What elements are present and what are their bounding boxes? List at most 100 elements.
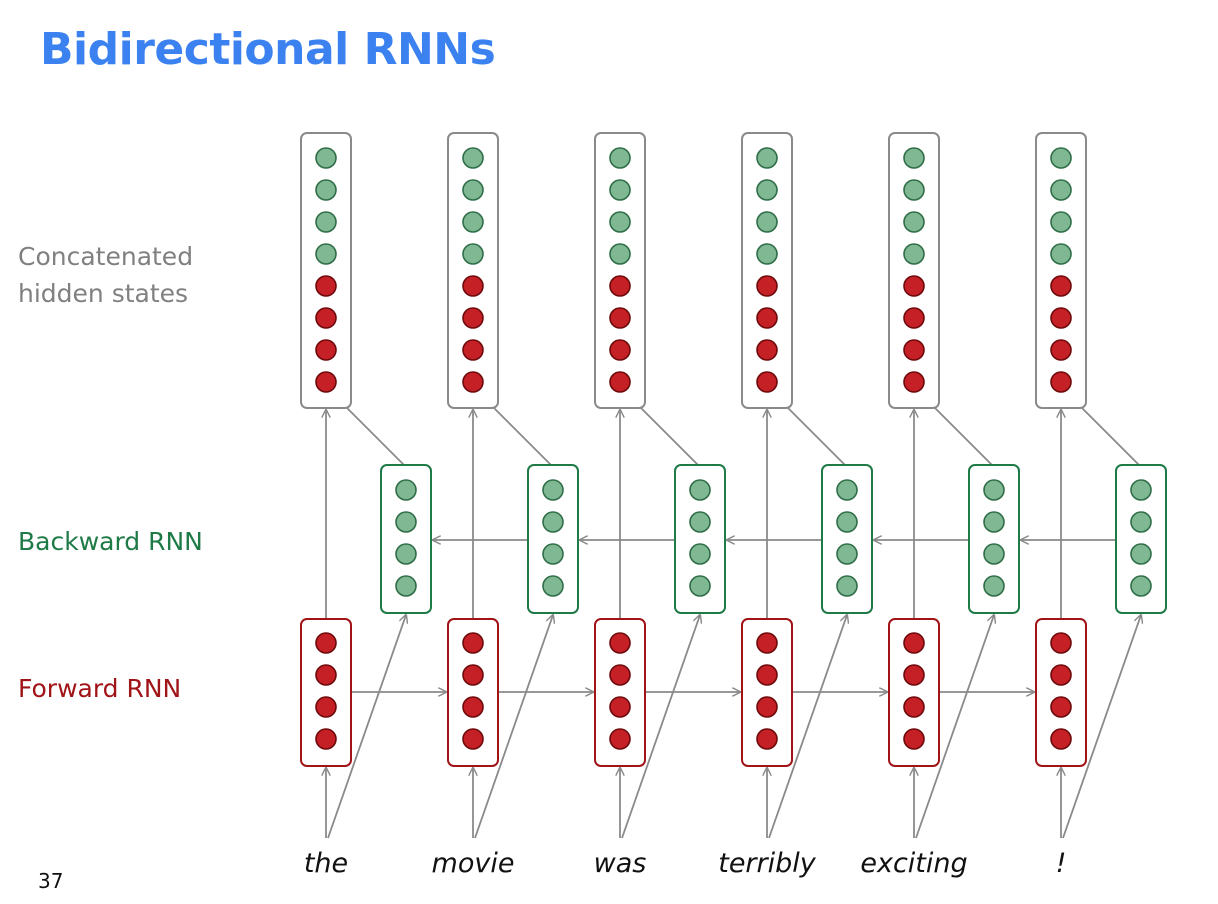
forward-unit-dot — [756, 696, 778, 718]
backward-unit-dot — [903, 243, 925, 265]
backward-unit-dot — [1130, 511, 1152, 533]
backward-unit-dot — [542, 575, 564, 597]
forward-unit-dot — [609, 632, 631, 654]
forward-unit-dot — [609, 728, 631, 750]
line-backward-to-concat — [640, 407, 699, 466]
backward-unit-dot — [836, 575, 858, 597]
forward-unit-dot — [1050, 339, 1072, 361]
backward-unit-dot — [756, 211, 778, 233]
backward-unit-dot — [542, 479, 564, 501]
backward-unit-dot — [1130, 543, 1152, 565]
backward-unit-dot — [1130, 479, 1152, 501]
arrow-word-to-backward — [915, 615, 994, 839]
backward-unit-dot — [542, 543, 564, 565]
forward-unit-dot — [315, 339, 337, 361]
backward-unit-dot — [983, 575, 1005, 597]
forward-unit-dot — [609, 307, 631, 329]
concatenated-state-box — [741, 132, 793, 409]
backward-unit-dot — [689, 511, 711, 533]
forward-state-2 — [447, 618, 499, 767]
forward-unit-dot — [903, 728, 925, 750]
backward-state-5 — [968, 464, 1020, 614]
backward-unit-dot — [1050, 147, 1072, 169]
backward-state-3 — [674, 464, 726, 614]
forward-unit-dot — [609, 371, 631, 393]
forward-unit-dot — [756, 632, 778, 654]
concatenated-hidden-states-label: Concatenated hidden states — [18, 242, 194, 308]
backward-unit-dot — [1050, 179, 1072, 201]
line-backward-to-concat — [787, 407, 846, 466]
forward-unit-dot — [756, 275, 778, 297]
forward-unit-dot — [1050, 275, 1072, 297]
backward-state-box — [674, 464, 726, 614]
backward-unit-dot — [315, 147, 337, 169]
forward-state-box — [888, 618, 940, 767]
input-word-2: movie — [432, 848, 515, 879]
line-backward-to-concat — [934, 407, 993, 466]
backward-state-box — [821, 464, 873, 614]
backward-state-box — [380, 464, 432, 614]
backward-unit-dot — [756, 179, 778, 201]
forward-unit-dot — [315, 696, 337, 718]
slide-title: Bidirectional RNNs — [40, 24, 496, 75]
backward-state-box — [527, 464, 579, 614]
forward-unit-dot — [609, 275, 631, 297]
forward-unit-dot — [903, 275, 925, 297]
forward-unit-dot — [315, 664, 337, 686]
forward-unit-dot — [1050, 664, 1072, 686]
forward-unit-dot — [756, 307, 778, 329]
forward-state-4 — [741, 618, 793, 767]
input-word-3: was — [594, 848, 647, 879]
backward-unit-dot — [983, 479, 1005, 501]
backward-unit-dot — [542, 511, 564, 533]
forward-unit-dot — [903, 632, 925, 654]
concatenated-state-box — [888, 132, 940, 409]
forward-unit-dot — [315, 728, 337, 750]
concatenated-state-box — [1035, 132, 1087, 409]
forward-state-box — [1035, 618, 1087, 767]
forward-state-box — [741, 618, 793, 767]
forward-unit-dot — [756, 728, 778, 750]
backward-unit-dot — [609, 211, 631, 233]
forward-unit-dot — [903, 339, 925, 361]
backward-unit-dot — [1050, 211, 1072, 233]
forward-state-box — [447, 618, 499, 767]
concatenated-state-4 — [741, 132, 793, 409]
backward-unit-dot — [689, 543, 711, 565]
backward-unit-dot — [462, 211, 484, 233]
forward-unit-dot — [756, 664, 778, 686]
forward-state-1 — [300, 618, 352, 767]
line-backward-to-concat — [346, 407, 405, 466]
input-word-6: ! — [1056, 848, 1067, 879]
forward-unit-dot — [1050, 696, 1072, 718]
backward-state-2 — [527, 464, 579, 614]
backward-rnn-label: Backward RNN — [18, 527, 203, 556]
forward-rnn-label: Forward RNN — [18, 674, 182, 703]
forward-unit-dot — [1050, 307, 1072, 329]
backward-unit-dot — [462, 179, 484, 201]
arrow-word-to-backward — [327, 615, 406, 839]
forward-unit-dot — [462, 696, 484, 718]
backward-unit-dot — [609, 179, 631, 201]
backward-unit-dot — [689, 479, 711, 501]
backward-unit-dot — [462, 147, 484, 169]
concatenated-state-1 — [300, 132, 352, 409]
backward-state-box — [968, 464, 1020, 614]
forward-unit-dot — [315, 307, 337, 329]
line-backward-to-concat — [1081, 407, 1140, 466]
forward-unit-dot — [903, 664, 925, 686]
backward-state-box — [1115, 464, 1167, 614]
forward-unit-dot — [315, 275, 337, 297]
forward-unit-dot — [903, 371, 925, 393]
state-boxes-layer — [300, 132, 1167, 767]
concatenated-state-2 — [447, 132, 499, 409]
forward-unit-dot — [462, 275, 484, 297]
backward-unit-dot — [756, 243, 778, 265]
forward-unit-dot — [609, 696, 631, 718]
concatenated-state-5 — [888, 132, 940, 409]
forward-unit-dot — [1050, 728, 1072, 750]
forward-unit-dot — [609, 339, 631, 361]
forward-state-box — [594, 618, 646, 767]
